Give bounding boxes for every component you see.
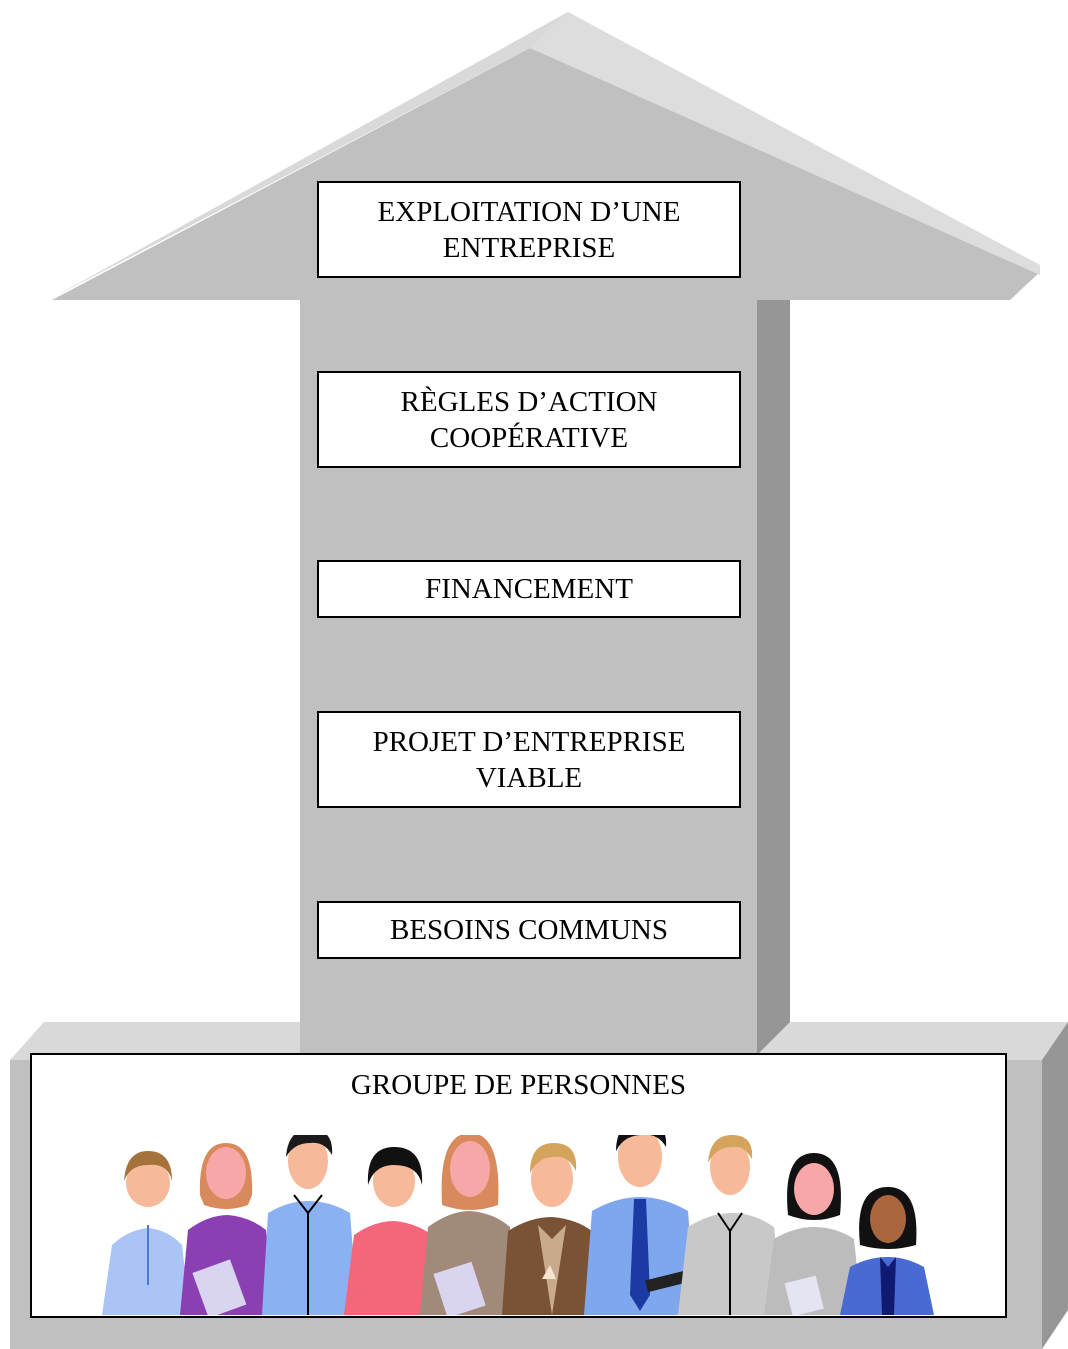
person-icon <box>840 1187 934 1315</box>
arrowhead-front <box>52 48 1040 300</box>
arrowhead-edge <box>530 12 1040 275</box>
person-icon <box>502 1143 600 1315</box>
person-icon <box>584 1135 696 1315</box>
people-group-icon <box>102 1135 934 1315</box>
step-besoins: BESOINS COMMUNS <box>317 901 741 959</box>
platform-side <box>1042 1022 1068 1349</box>
step-projet-label: PROJET D’ENTREPRISE VIABLE <box>372 725 686 794</box>
person-icon <box>344 1147 440 1315</box>
base-label: GROUPE DE PERSONNES <box>350 1069 687 1101</box>
person-icon <box>102 1151 190 1315</box>
step-financement-label: FINANCEMENT <box>425 573 633 605</box>
step-financement: FINANCEMENT <box>317 560 741 618</box>
step-projet: PROJET D’ENTREPRISE VIABLE <box>317 711 741 808</box>
person-icon <box>180 1143 274 1315</box>
person-icon <box>420 1135 518 1315</box>
person-icon <box>262 1135 358 1315</box>
shaft-side <box>757 300 790 1055</box>
step-exploitation-label: EXPLOITATION D’UNE ENTREPRISE <box>377 195 681 264</box>
base-box: GROUPE DE PERSONNES <box>30 1053 1007 1318</box>
step-exploitation: EXPLOITATION D’UNE ENTREPRISE <box>317 181 741 278</box>
step-besoins-label: BESOINS COMMUNS <box>390 914 668 946</box>
step-regles-label: RÈGLES D’ACTION COOPÉRATIVE <box>400 385 658 454</box>
person-icon <box>764 1153 862 1315</box>
step-regles: RÈGLES D’ACTION COOPÉRATIVE <box>317 371 741 468</box>
person-icon <box>678 1135 784 1315</box>
